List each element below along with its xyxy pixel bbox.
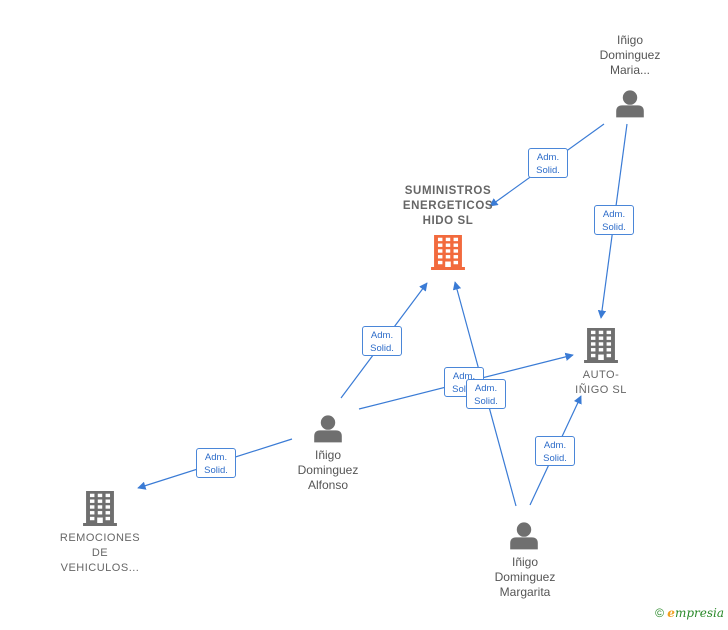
node-label-remociones[interactable]: REMOCIONES DE VEHICULOS... [59, 532, 141, 574]
brand-logo: empresia [667, 606, 724, 620]
person-icon-alfonso[interactable] [314, 415, 342, 443]
node-label-suministros[interactable]: SUMINISTROS ENERGETICOS HIDO SL [402, 185, 494, 227]
node-label-margarita[interactable]: Iñigo Dominguez Margarita [494, 555, 556, 599]
node-label-auto[interactable]: AUTO- IÑIGO SL [575, 369, 627, 396]
building-icon-remociones[interactable] [83, 491, 117, 526]
node-label-maria[interactable]: Iñigo Dominguez Maria... [599, 33, 661, 77]
node-label-alfonso[interactable]: Iñigo Dominguez Alfonso [297, 448, 359, 492]
role-badge-margarita-suministros[interactable]: Adm. Solid. [466, 379, 506, 409]
footer-brand: © empresia [655, 606, 724, 620]
role-badge-margarita-auto[interactable]: Adm. Solid. [535, 436, 575, 466]
copyright-symbol: © [655, 606, 664, 620]
person-icon-maria[interactable] [616, 90, 644, 118]
role-badge-alfonso-remociones[interactable]: Adm. Solid. [196, 448, 236, 478]
role-badge-maria-auto[interactable]: Adm. Solid. [594, 205, 634, 235]
building-icon-suministros[interactable] [431, 235, 465, 270]
building-icon-auto[interactable] [584, 328, 618, 363]
role-badge-maria-suministros[interactable]: Adm. Solid. [528, 148, 568, 178]
person-icon-margarita[interactable] [510, 522, 538, 550]
role-badge-alfonso-suministros[interactable]: Adm. Solid. [362, 326, 402, 356]
